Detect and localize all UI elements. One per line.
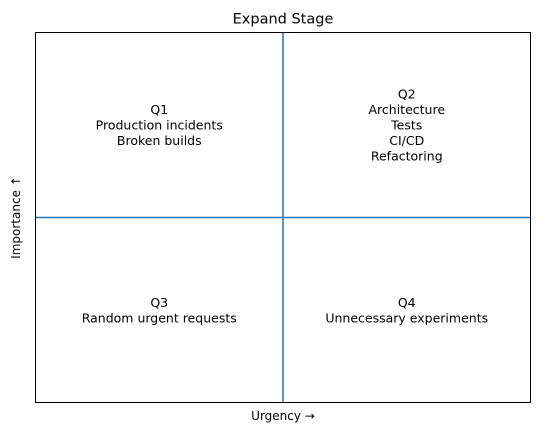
quadrant-q4-line: Q4 [398, 295, 416, 310]
plot-frame [35, 32, 531, 403]
x-axis-label: Urgency → [251, 409, 315, 423]
quadrant-q1-line: Production incidents [96, 118, 223, 133]
quadrant-q3-line: Random urgent requests [82, 310, 237, 325]
quadrant-q1-line: Broken builds [117, 133, 202, 148]
chart-title: Expand Stage [233, 12, 334, 28]
quadrant-q3-line: Q3 [150, 295, 168, 310]
quadrant-q2-line: Tests [390, 118, 422, 133]
quadrant-q2-line: Architecture [368, 102, 445, 117]
quadrant-q4-line: Unnecessary experiments [325, 310, 488, 325]
y-axis-label: Importance ↑ [9, 176, 23, 259]
quadrant-q2-line: CI/CD [389, 133, 424, 148]
quadrant-q2-line: Q2 [398, 87, 416, 102]
quadrant-q2-line: Refactoring [371, 149, 443, 164]
quadrant-q1-line: Q1 [150, 102, 168, 117]
